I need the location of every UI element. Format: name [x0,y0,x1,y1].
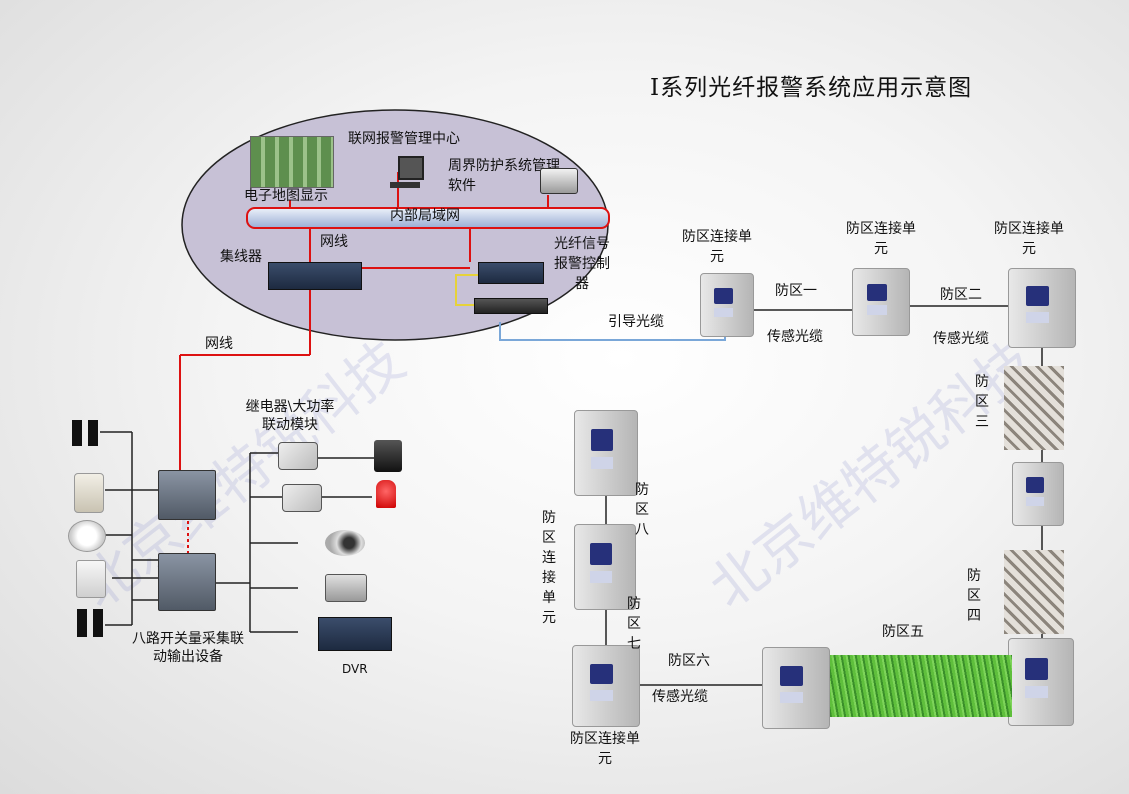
zone-connection-unit [1008,268,1076,348]
zone-5-label: 防区五 [882,624,924,640]
controller-patch-panel [474,298,548,314]
acquisition-module [158,553,216,611]
map-image [250,136,334,188]
lead-fiber-label: 引导光缆 [608,314,664,330]
software-label: 周界防护系统管理软件 [448,158,560,194]
fence-zone-4 [1004,550,1064,634]
relay-module-icon [278,442,318,470]
zone-connection-unit [852,268,910,336]
relay-module-icon [282,484,322,512]
zone-8-label: 防区八 [635,482,649,538]
zone-connection-unit [762,647,830,729]
zone-4-label: 防区四 [967,568,981,624]
net-cable-label: 网线 [320,234,348,250]
zone-connection-unit [1008,638,1074,726]
lock-icon [325,574,367,602]
zone-connection-unit [574,524,636,610]
lan-pipe [246,207,610,229]
floodlight-icon [374,440,402,472]
sensing-cable-label: 传感光缆 [933,331,989,347]
connect-unit-label: 防区连接单元 [846,221,916,257]
zone-1-label: 防区一 [775,283,817,299]
dvr-device [318,617,392,651]
zone-connection-unit [700,273,754,337]
dvr-label: DVR [342,662,368,676]
connect-unit-label: 防区连接单元 [994,221,1064,257]
lan-label: 内部局域网 [390,208,460,224]
acquisition-label: 八路开关量采集联动输出设备 [132,631,244,665]
zone-6-label: 防区六 [668,653,710,669]
beam-detector-icon [77,609,107,637]
hub-label: 集线器 [220,249,262,265]
zone-connection-unit [574,410,638,496]
diagram-title: I系列光纤报警系统应用示意图 [650,75,973,101]
zone-7-label: 防区七 [627,596,641,652]
sensing-cable-label: 传感光缆 [652,689,708,705]
yellow-wire [455,274,478,306]
relay-label: 继电器\大功率联动模块 [245,399,335,433]
camera-icon [325,530,365,556]
hub-device [268,262,362,290]
pir-detector-icon [74,473,104,513]
zone-connection-unit [1012,462,1064,526]
fence-zone-3 [1004,366,1064,450]
controller-label: 光纤信号报警控制器 [554,236,610,292]
acquisition-module [158,470,216,520]
map-display-label: 电子地图显示 [244,188,328,204]
alarm-light-icon [376,480,396,508]
computer-icon [398,156,424,180]
center-label: 联网报警管理中心 [348,131,460,147]
printer-icon [540,168,578,194]
controller-device [478,262,544,284]
grass-zone-5 [830,655,1012,717]
net-cable-label-left: 网线 [205,336,233,352]
beam-detector-icon [72,420,102,446]
lead-fiber [499,322,726,341]
keyboard-icon [390,182,420,188]
zone-connection-unit [572,645,640,727]
connect-unit-label: 防区连接单元 [570,731,640,767]
gas-detector-icon [76,560,106,598]
sensing-cable-label: 传感光缆 [767,329,823,345]
zone-2-label: 防区二 [940,287,982,303]
smoke-detector-icon [68,520,106,552]
connect-unit-label: 防区连接单元 [682,229,752,265]
connect-unit-label-vertical: 防区连接单元 [542,510,556,626]
zone-3-label: 防区三 [975,374,989,430]
